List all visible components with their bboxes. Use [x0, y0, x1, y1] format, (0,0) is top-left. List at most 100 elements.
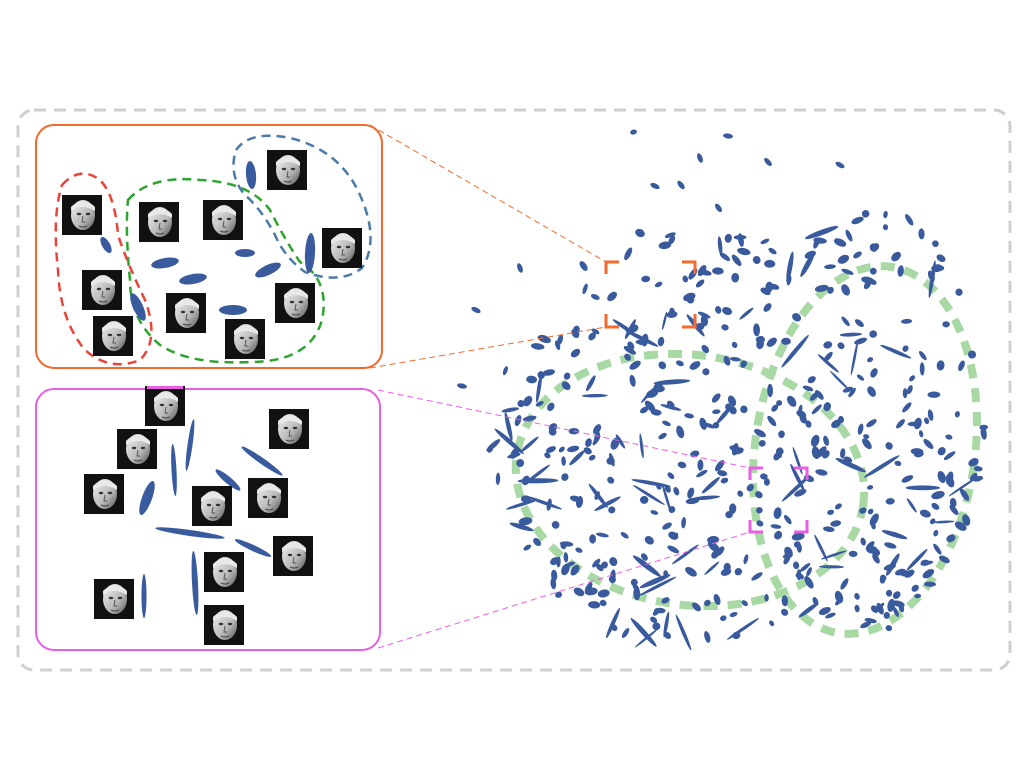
- ellipse-glyph: [612, 319, 636, 335]
- ellipse-glyph: [884, 542, 897, 549]
- ellipse-glyph: [782, 553, 791, 559]
- face-thumbnail-icon: [274, 282, 316, 324]
- ellipse-glyph: [729, 445, 739, 452]
- ellipse-glyph: [702, 368, 710, 376]
- ellipse-glyph: [588, 454, 596, 461]
- ellipse-glyph: [561, 381, 571, 391]
- ellipse-glyph: [554, 340, 561, 351]
- ellipse-glyph: [514, 415, 522, 427]
- ellipse-glyph: [591, 328, 600, 335]
- ellipse-glyph: [869, 513, 879, 526]
- ellipse-glyph: [607, 291, 617, 302]
- ellipse-glyph: [776, 400, 783, 406]
- ellipse-glyph: [654, 281, 663, 288]
- ellipse-glyph: [569, 450, 585, 466]
- ellipse-glyph: [687, 487, 695, 499]
- ellipse-glyph: [506, 499, 538, 510]
- ellipse-glyph: [792, 313, 802, 322]
- face-thumbnail-icon: [268, 408, 310, 450]
- ellipse-glyph: [823, 526, 835, 532]
- ellipse-glyph: [662, 522, 672, 530]
- ellipse-glyph: [704, 630, 711, 643]
- ellipse-glyph: [863, 434, 870, 439]
- ellipse-glyph: [731, 341, 738, 348]
- ellipse-glyph: [640, 406, 649, 414]
- ellipse-glyph: [563, 372, 571, 380]
- ellipse-glyph: [737, 247, 751, 256]
- ellipse-glyph: [606, 457, 615, 465]
- ellipse-glyph: [883, 210, 888, 219]
- ellipse-glyph: [753, 323, 761, 337]
- ellipse-glyph: [650, 182, 660, 190]
- ellipse-glyph: [615, 434, 626, 449]
- ellipse-glyph: [804, 576, 814, 589]
- ellipse-glyph: [833, 238, 847, 247]
- ellipse-glyph: [723, 562, 731, 572]
- ellipse-glyph: [869, 243, 878, 252]
- ellipse-glyph: [704, 561, 720, 575]
- ellipse-glyph: [766, 337, 777, 347]
- ellipse-glyph: [471, 306, 481, 314]
- ellipse-glyph: [717, 470, 728, 477]
- ellipse-glyph: [763, 478, 770, 486]
- ellipse-glyph: [652, 622, 661, 631]
- ellipse-glyph: [804, 225, 839, 240]
- ellipse-glyph: [533, 537, 542, 547]
- ellipse-glyph: [600, 561, 608, 569]
- ellipse-glyph: [841, 284, 850, 296]
- ellipse-glyph: [835, 458, 866, 473]
- ellipse-glyph: [633, 485, 665, 505]
- ellipse-glyph: [795, 573, 804, 580]
- face-thumbnail-icon: [92, 315, 134, 357]
- ellipse-glyph: [536, 373, 542, 403]
- lower-zoom-panel: [35, 385, 381, 651]
- ellipse-glyph: [787, 395, 797, 407]
- ellipse-glyph: [896, 419, 905, 429]
- ellipse-glyph: [639, 433, 644, 459]
- ellipse-glyph: [887, 598, 896, 612]
- ellipse-glyph: [563, 561, 576, 568]
- ellipse-glyph: [883, 611, 890, 619]
- ellipse-glyph: [695, 279, 705, 288]
- ellipse-glyph: [781, 608, 789, 616]
- ellipse-glyph: [681, 517, 686, 529]
- ellipse-glyph: [520, 436, 539, 453]
- ellipse-glyph: [798, 602, 819, 618]
- ellipse-glyph: [661, 483, 672, 514]
- ellipse-glyph: [769, 620, 775, 627]
- ellipse-glyph: [894, 460, 902, 467]
- ellipse-glyph: [664, 232, 676, 239]
- ellipse-glyph: [824, 264, 836, 270]
- ellipse-glyph: [657, 336, 665, 347]
- ellipse-glyph: [968, 458, 979, 467]
- ellipse-glyph: [712, 267, 724, 275]
- ellipse-glyph: [630, 618, 657, 647]
- ellipse-glyph: [650, 409, 662, 416]
- ellipse-glyph: [885, 498, 895, 505]
- ellipse-glyph: [901, 475, 914, 483]
- ellipse-glyph: [778, 430, 785, 439]
- ellipse-glyph: [723, 133, 733, 139]
- ellipse-glyph: [658, 241, 672, 250]
- ellipse-glyph: [570, 348, 581, 358]
- ellipse-glyph: [630, 578, 638, 587]
- ellipse-glyph: [594, 491, 600, 500]
- lower-connector-top: [377, 389, 751, 469]
- ellipse-glyph: [760, 473, 768, 480]
- ellipse-glyph: [701, 477, 720, 494]
- face-thumbnail-icon: [116, 428, 158, 470]
- face-thumbnail-icon: [202, 199, 244, 241]
- ellipse-glyph: [582, 283, 588, 295]
- ellipse-glyph: [720, 615, 727, 621]
- face-thumbnail-icon: [321, 227, 363, 269]
- ellipse-glyph: [768, 283, 780, 290]
- ellipse-glyph: [763, 303, 772, 312]
- ellipse-glyph: [760, 238, 770, 245]
- ellipse-glyph: [542, 369, 556, 376]
- ellipse-glyph: [560, 543, 567, 550]
- ellipse-glyph: [791, 532, 805, 541]
- ellipse-glyph: [712, 409, 721, 415]
- upper-connector-top: [369, 124, 607, 263]
- face-thumbnail-icon: [93, 578, 135, 620]
- ellipse-glyph: [764, 157, 772, 167]
